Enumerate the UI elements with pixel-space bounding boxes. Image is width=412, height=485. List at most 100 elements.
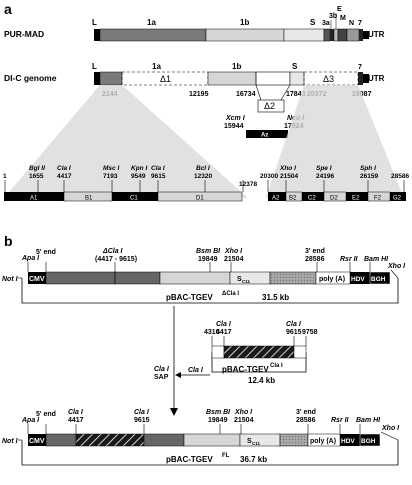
plasmid2-cla1: Cla I <box>68 409 84 416</box>
plasmid1-bgh <box>369 271 391 285</box>
frag-site-bcl-pos: 12320 <box>194 173 212 180</box>
plasmid2-5end: 5' end <box>36 411 56 418</box>
plasmid2-orf1b <box>183 433 241 447</box>
pur-mad-1a-text: 1a <box>147 18 156 27</box>
frag-site-cla2-pos: 9615 <box>151 173 166 180</box>
process-sap: SAP <box>154 374 169 381</box>
dic-pos-16734: 16734 <box>236 91 256 98</box>
frag-e2 <box>346 192 368 201</box>
dic-1b-text: 1b <box>232 62 241 71</box>
pur-mad-label: PUR-MAD <box>4 29 44 39</box>
insert-name: pBAC-TGEV <box>222 365 269 374</box>
dic-delta2-gap <box>255 71 291 86</box>
plasmid1-name: pBAC-TGEV <box>166 293 213 302</box>
insert-arrow-head <box>175 372 181 378</box>
pur-mad-3a-text: 3a <box>322 20 330 27</box>
plasmid1-bsm: Bsm BI <box>196 248 221 255</box>
frag-site-spe: Spe I <box>316 165 332 172</box>
plasmid1 <box>21 271 399 304</box>
dic-1a-text: 1a <box>152 62 161 71</box>
frag-c1-label: C1 <box>130 196 138 202</box>
process-cla: Cla I <box>154 366 170 373</box>
frag-site-kpn: Kpn I <box>131 165 147 172</box>
plasmid2-bam: Bam HI <box>356 417 381 424</box>
frag-site-cla2: Cla I <box>151 165 165 172</box>
frag-site-bcl: Bcl I <box>196 165 210 172</box>
plasmid1-5end: 5' end <box>36 249 56 256</box>
pur-mad-7-text: 7 <box>358 20 362 27</box>
pur-mad-m-text: M <box>340 15 346 22</box>
delta1-label: Δ1 <box>160 74 171 84</box>
insert-size: 12.4 kb <box>248 376 275 385</box>
plasmid2-orf1a-5 <box>45 433 77 447</box>
dic-1b-block <box>207 71 257 86</box>
pur-mad-genome <box>94 28 369 42</box>
frag-d1-label: D1 <box>196 196 204 202</box>
plasmid1-size: 31.5 kb <box>262 293 289 302</box>
xcm-label: Xcm I <box>225 115 246 122</box>
pur-mad-1b-block <box>205 28 285 42</box>
frag-site-bgl-pos: 1655 <box>29 173 44 180</box>
plasmid1-cmv-label: CMV <box>29 276 45 283</box>
plasmid2-orf1a-3 <box>143 433 185 447</box>
dic-genome <box>94 71 369 86</box>
plasmid1-xho-end: Xho I <box>387 263 406 270</box>
frag-c1 <box>112 192 158 201</box>
dic-s-text: S <box>292 62 298 71</box>
pur-mad-e-block <box>333 28 339 42</box>
frag-site-12378-pos: 12378 <box>239 181 257 188</box>
pur-mad-e-text: E <box>337 6 342 13</box>
plasmid2-cmv <box>28 434 46 446</box>
plasmid1-xho-pos: 21504 <box>224 256 244 263</box>
plasmid1-dcla: ΔCla I <box>102 248 124 255</box>
fragment-site-ticks <box>4 180 405 192</box>
pur-mad-1a-block <box>99 28 207 42</box>
insert-pos-4310: 4310 <box>204 329 220 336</box>
plasmid2 <box>21 433 399 466</box>
plasmid2-s11-sub: C11 <box>252 441 261 446</box>
delta3-label: Δ3 <box>323 74 334 84</box>
insert-pos-9758: 9758 <box>302 329 318 336</box>
pur-mad-m-block <box>337 28 348 42</box>
plasmid2-hdv <box>340 434 360 446</box>
pur-mad-n-text: N <box>349 20 354 27</box>
pur-mad-n-block <box>346 28 360 42</box>
pur-mad-leader-lines <box>330 13 337 29</box>
dic-7-block <box>358 72 363 85</box>
plasmid1-super: ΔCla I <box>222 291 239 297</box>
dic-utr-block <box>363 74 369 83</box>
pur-mad-3b-text: 3b <box>329 13 337 20</box>
frag-a1-label: A1 <box>30 196 38 202</box>
delta2-label: Δ2 <box>264 101 275 111</box>
plasmid2-polya-label: poly (A) <box>310 438 336 445</box>
frag-site-kpn-pos: 9549 <box>131 173 146 180</box>
plasmid2-bsm: Bsm BI <box>206 409 231 416</box>
frag-site-xho: Xho I <box>279 165 296 172</box>
insert-cla1-pos: 4417 <box>216 329 232 336</box>
plasmid1-hdv <box>350 272 370 284</box>
plasmid2-name: pBAC-TGEV <box>166 455 213 464</box>
plasmid1-backbone <box>21 278 399 304</box>
plasmid1-3end-pos: 28586 <box>305 256 325 263</box>
insert-site-ticks <box>211 336 307 346</box>
plasmid1-site-ticks <box>18 262 399 279</box>
plasmid2-cla1-pos: 4417 <box>68 417 84 424</box>
fragment-bar <box>4 191 406 202</box>
plasmid1-orf1a <box>45 271 161 285</box>
pur-mad-3a-block <box>323 28 331 42</box>
frag-site-1-pos: 1 <box>3 173 7 180</box>
panel-b-label: b <box>4 233 13 249</box>
pur-mad-3b-block <box>330 29 334 41</box>
pur-mad-utr-block <box>363 31 369 39</box>
pur-mad-7-block <box>359 29 363 41</box>
plasmid2-bgh <box>359 433 381 447</box>
pur-mad-l-block <box>94 29 100 41</box>
plasmid2-xho: Xho I <box>234 409 253 416</box>
insert-cla1: Cla I <box>216 321 232 328</box>
delta2-box <box>257 99 285 113</box>
plasmid2-bsm-pos: 19849 <box>208 417 228 424</box>
frag-c2-label: C2 <box>308 196 316 202</box>
plasmid1-dcla-range: (4417 - 9615) <box>95 256 137 263</box>
plasmid2-3end: 3' end <box>296 409 316 416</box>
frag-f2-label: F2 <box>374 196 382 202</box>
